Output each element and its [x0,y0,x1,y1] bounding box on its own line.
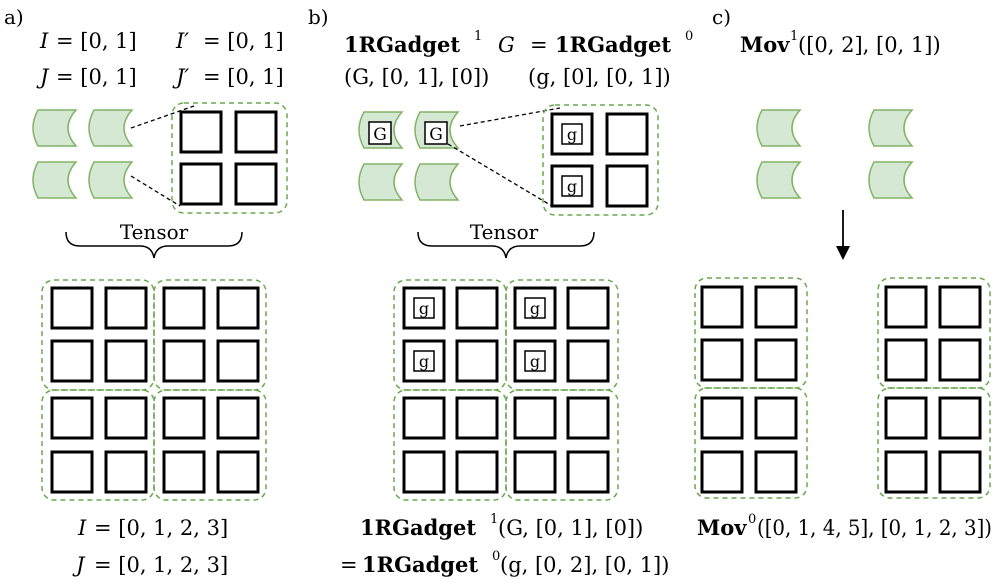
eq-I-prime: = [0, 1] [203,29,284,53]
zoom-line [130,105,195,129]
result-gadget-args-0: (g, [0, 2], [0, 1]) [500,553,669,577]
mov-args-0: ([0, 1, 4, 5], [0, 1, 2, 3]) [757,516,992,540]
panel-a: a) I = [0, 1] I′ = [0, 1] J = [0, 1] J′ … [4,5,288,577]
zoom-line [459,107,561,127]
symbol-J-prime: J′ [172,65,189,89]
eq-J: = [0, 1] [56,65,137,89]
zoom-line [447,143,553,207]
mov-args-1: ([0, 2], [0, 1]) [798,33,941,57]
gadget-sup-0: 0 [685,29,693,44]
result-grid [41,279,267,501]
G-box [368,121,392,145]
panel-a-label: a) [4,5,24,29]
symbol-I: I [39,29,49,53]
result-J: = [0, 1, 2, 3] [94,553,228,577]
panel-c: c) Mov 1 ([0, 2], [0, 1]) [694,5,992,540]
result-grid [694,277,991,499]
chevron-shape-icon [358,163,403,201]
tensor-label: Tensor [470,220,539,244]
mov-name-0: Mov [697,515,747,540]
symbol-I-result: I [77,516,87,540]
eq-I: = [0, 1] [56,29,137,53]
symbol-J-result: J [72,553,86,577]
chevron-shape-icon [868,109,913,147]
g-label: g [419,299,429,318]
panel-c-label: c) [712,5,731,29]
mov-sup-0: 0 [748,512,756,527]
result-eq-sign: = [340,553,358,577]
result-gadget-args-1: (G, [0, 1], [0]) [498,516,643,540]
symbol-I-prime: I′ [175,29,189,53]
result-grid: g g g g [393,279,619,501]
symbol-J: J [36,65,50,89]
result-gadget-name-1: 1RGadget [360,515,476,540]
tensor-brace [65,231,243,259]
g-label: g [530,299,540,318]
G-label: G [373,125,387,145]
symbol-G: G [498,33,515,57]
chevron-shape-icon [32,161,77,199]
gadget-name-0: 1RGadget [555,32,671,57]
G-label: G [429,125,443,145]
result-gadget-sup-0: 0 [492,549,500,564]
result-gadget-sup-1: 1 [490,512,498,527]
chevron-shape-icon [88,161,133,199]
eq-sign: = [530,33,548,57]
zoom-line [130,175,181,207]
mov-name-1: Mov [740,32,790,57]
panel-b-label: b) [308,5,329,29]
zoom-box [542,104,659,216]
g-label: g [530,352,540,371]
chevron-shape-icon [88,109,133,147]
tensor-label: Tensor [120,220,189,244]
gadget-args-1: (G, [0, 1], [0]) [344,65,489,89]
chevron-shape-icon [414,163,459,201]
chevron-shape-icon [32,109,77,147]
gadget-name-1: 1RGadget [344,32,460,57]
eq-J-prime: = [0, 1] [203,65,284,89]
g-label: g [419,352,429,371]
gadget-args-0: (g, [0], [0, 1]) [528,65,671,89]
arrow-head-icon [836,246,850,260]
chevron-shape-icon [868,161,913,199]
mov-sup-1: 1 [790,29,798,44]
gadget-sup-1: 1 [474,29,482,44]
g-label: g [567,177,577,196]
chevron-shape-icon [756,161,801,199]
zoom-qubit-grid: g g [550,112,649,208]
result-gadget-name-0: 1RGadget [362,552,478,577]
tensor-brace [417,231,595,259]
chevron-shape-icon [756,109,801,147]
zoom-qubit-grid [179,110,278,206]
G-box [424,121,448,145]
g-label: g [567,125,577,144]
panel-b: b) 1RGadget 1 G = 1RGadget 0 (G, [0, 1],… [308,5,693,577]
result-I: = [0, 1, 2, 3] [94,516,228,540]
zoom-box [171,102,288,214]
